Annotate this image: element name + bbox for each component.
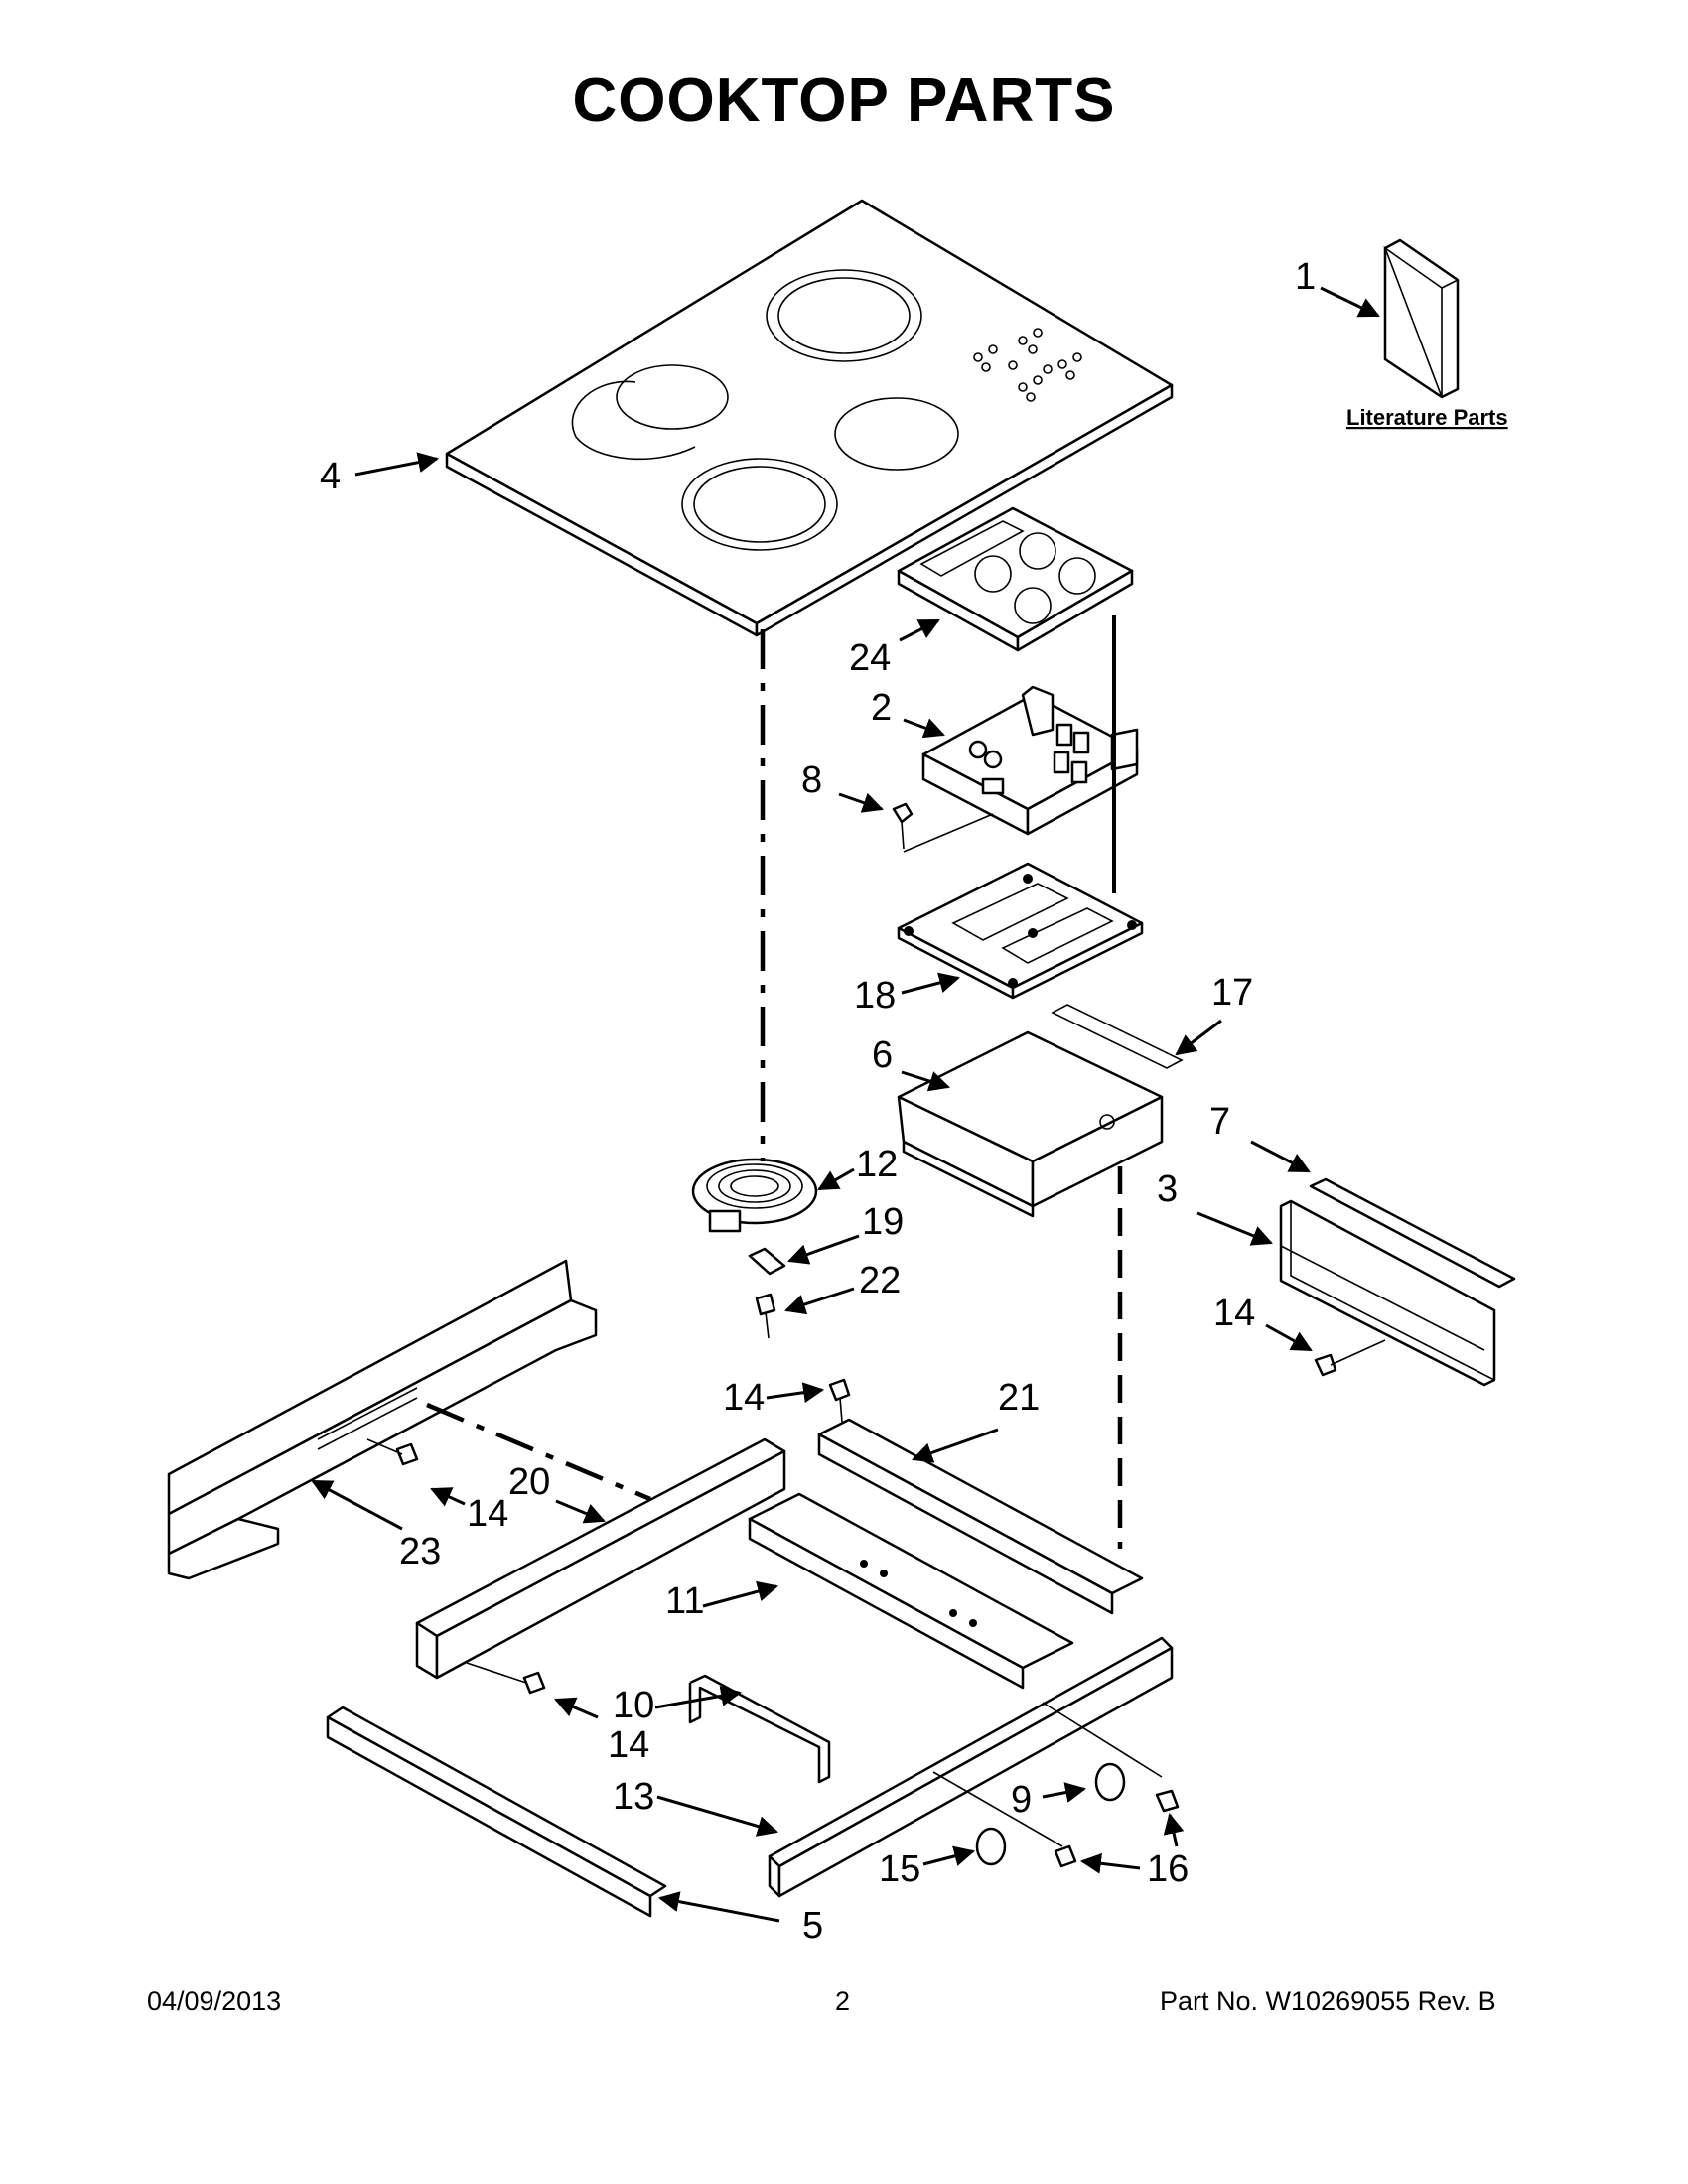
page-title: COOKTOP PARTS [573, 67, 1116, 135]
screw-14-left [366, 1438, 419, 1466]
left-rail-20 [415, 1437, 786, 1680]
footer-date: 04/09/2013 [147, 1986, 281, 2016]
leveling-leg-9 [1094, 1762, 1126, 1802]
screw-8 [892, 802, 994, 853]
clip-19 [748, 1247, 786, 1276]
callout-11: 11 [665, 1580, 704, 1622]
leader-arrows [311, 286, 1380, 1923]
literature-parts-label[interactable]: Literature Parts [1346, 405, 1508, 430]
callout-15: 15 [879, 1848, 920, 1890]
footer-part-no: Part No. W10269055 Rev. B [1160, 1986, 1496, 2016]
side-bracket-3 [1279, 1199, 1496, 1387]
callout-19: 19 [862, 1201, 904, 1243]
callout-20: 20 [508, 1461, 550, 1503]
mounting-plate [897, 862, 1144, 1000]
callout-23: 23 [399, 1531, 441, 1572]
callout-16: 16 [1147, 1848, 1189, 1890]
footer-page: 2 [835, 1986, 850, 2016]
center-bracket-11 [748, 1492, 1074, 1690]
callout-14a: 14 [1213, 1293, 1255, 1334]
bracket-10 [688, 1674, 831, 1784]
callout-14c: 14 [467, 1493, 508, 1535]
glass-cooktop [445, 199, 1174, 637]
trim-strip-7 [1309, 1177, 1516, 1289]
callout-2: 2 [871, 687, 892, 729]
callout-10: 10 [613, 1685, 654, 1726]
callout-14d: 14 [608, 1724, 649, 1766]
callout-7: 7 [1209, 1101, 1230, 1143]
leveling-leg-15 [975, 1827, 1007, 1866]
screw-14-lower [466, 1662, 546, 1695]
rear-vent-panel [167, 1259, 598, 1580]
callout-12: 12 [856, 1144, 898, 1185]
front-rail-21 [817, 1418, 1144, 1615]
gasket-17 [1051, 1004, 1184, 1069]
literature-booklet [1383, 238, 1460, 399]
callout-18: 18 [854, 975, 896, 1017]
bottom-frame-13 [768, 1636, 1174, 1898]
callout-22: 22 [859, 1260, 901, 1301]
screw-14-center [828, 1378, 851, 1423]
callout-13: 13 [613, 1776, 654, 1818]
callout-4: 4 [320, 456, 341, 497]
callout-24: 24 [849, 637, 891, 679]
screw-16-upper [1155, 1789, 1180, 1813]
screw-22 [755, 1293, 776, 1339]
callout-21: 21 [998, 1377, 1040, 1419]
callout-17: 17 [1211, 972, 1253, 1014]
screw-16-lower [1054, 1844, 1077, 1868]
front-trim-5 [326, 1706, 667, 1918]
callout-1: 1 [1295, 256, 1316, 298]
screw-14-right [1314, 1339, 1386, 1377]
control-box [897, 1030, 1164, 1218]
callout-14b: 14 [723, 1377, 765, 1419]
callout-9: 9 [1011, 1779, 1032, 1821]
control-board [897, 506, 1134, 652]
callout-5: 5 [802, 1905, 823, 1947]
control-module [921, 685, 1139, 836]
callout-6: 6 [872, 1034, 893, 1076]
callout-3: 3 [1157, 1168, 1178, 1210]
callout-8: 8 [801, 759, 822, 801]
surface-element [691, 1158, 818, 1233]
